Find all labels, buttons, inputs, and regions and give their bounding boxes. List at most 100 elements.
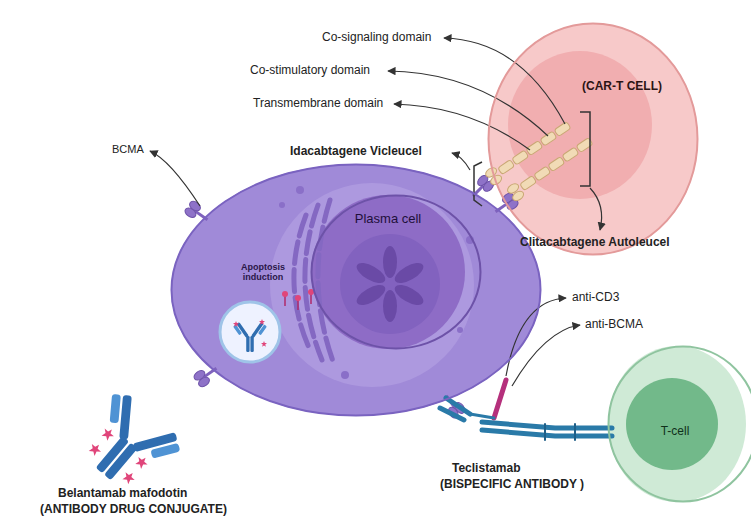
car-construct xyxy=(562,147,579,162)
label-holder: Clitacabtagene Autoleucel xyxy=(520,236,670,250)
car-construct xyxy=(498,160,515,175)
car-construct xyxy=(554,122,571,137)
label-holder: Co-stimulatory domain xyxy=(250,64,370,78)
cell-outline xyxy=(607,345,751,503)
chromatin xyxy=(383,246,397,278)
bispecific-antibody xyxy=(494,380,506,418)
vesicles xyxy=(279,186,474,379)
drug-name: (BISPECIFIC ANTIBODY ) xyxy=(440,478,584,492)
bispecific-antibody xyxy=(482,430,612,436)
part-label: Co-signaling domain xyxy=(322,31,431,45)
text-holder: Apoptosis induction xyxy=(228,262,298,283)
antibody-drug-conjugate xyxy=(121,469,138,486)
cell-fill xyxy=(340,234,440,334)
apoptosis-pins xyxy=(282,289,314,310)
part-label: BCMA xyxy=(112,143,144,156)
cell-outline xyxy=(489,24,698,255)
apoptosis-pins xyxy=(282,291,288,297)
cell-label: Plasma cell xyxy=(310,212,466,227)
part-label: anti-CD3 xyxy=(572,291,619,305)
text-holder: (CAR-T CELL) xyxy=(582,80,682,94)
cell-outline xyxy=(172,165,541,416)
text-holder: T-cell xyxy=(607,425,743,439)
cell-fill xyxy=(626,378,718,470)
car-construct xyxy=(534,166,551,181)
cell-nucleus: Plasma cell xyxy=(310,194,482,350)
car-t-cell: (CAR-T CELL) xyxy=(487,22,699,256)
chromatin xyxy=(383,290,397,322)
bispecific-antibody xyxy=(545,424,575,440)
cell-label: T-cell xyxy=(607,425,743,439)
bispecific-antibody xyxy=(482,422,612,428)
plasma-cell: Apoptosis induction Plasma cell xyxy=(170,163,542,417)
cell-outline xyxy=(609,347,751,502)
car-construct xyxy=(526,141,543,156)
leader-arrow xyxy=(452,153,470,170)
endosome xyxy=(233,321,239,327)
leader-arrow xyxy=(150,151,200,206)
label-holder: Idacabtagene Vicleucel xyxy=(290,145,422,159)
vesicles xyxy=(296,186,304,194)
leader-arrow xyxy=(444,38,565,124)
chromatin xyxy=(392,259,427,287)
bracket xyxy=(474,112,590,206)
cell-fill xyxy=(171,23,746,502)
label-holder: Transmembrane domain xyxy=(253,97,383,111)
label-holder: anti-CD3 xyxy=(572,291,619,305)
bispecific-antibody xyxy=(440,380,612,440)
endosome xyxy=(259,319,265,325)
cell-label: (CAR-T CELL) xyxy=(582,80,682,94)
cell-fill xyxy=(171,164,541,416)
car-construct xyxy=(540,131,557,146)
drug-name: Belantamab mafodotin xyxy=(58,487,187,501)
car-construct xyxy=(548,157,565,172)
cell-outline xyxy=(170,163,542,417)
cell-fill xyxy=(311,195,465,349)
cell-fill xyxy=(270,183,474,387)
endoplasmic-reticulum xyxy=(318,200,334,364)
part-label: Co-stimulatory domain xyxy=(250,64,370,78)
antibody-drug-conjugate xyxy=(87,441,104,458)
label-holder: (ANTIBODY DRUG CONJUGATE) xyxy=(40,503,227,517)
leader-arrow xyxy=(506,298,566,376)
vesicles xyxy=(341,371,349,379)
endoplasmic-reticulum xyxy=(294,215,310,350)
antibody-drug-conjugate xyxy=(100,426,117,443)
drug-name: Teclistamab xyxy=(452,462,520,476)
vesicles xyxy=(457,327,463,333)
cell-fill xyxy=(488,23,698,255)
apoptosis-pins xyxy=(295,295,301,301)
bispecific-antibody xyxy=(470,414,494,418)
car-construct xyxy=(484,118,574,186)
part-label: anti-BCMA xyxy=(585,318,643,332)
label-holder: (BISPECIFIC ANTIBODY ) xyxy=(440,478,584,492)
endoplasmic-reticulum xyxy=(294,200,334,364)
drug-name: (ANTIBODY DRUG CONJUGATE) xyxy=(40,503,227,517)
leader-arrow xyxy=(394,104,530,150)
chromatin xyxy=(354,246,427,322)
leader-arrow xyxy=(388,71,548,136)
bracket xyxy=(580,112,590,186)
vesicles xyxy=(279,202,285,208)
leader-arrow xyxy=(512,325,580,386)
part-label: Transmembrane domain xyxy=(253,97,383,111)
label-holder: anti-BCMA xyxy=(585,318,643,332)
label-holder: Belantamab mafodotin xyxy=(58,487,187,501)
car-construct xyxy=(520,176,537,191)
antibody-drug-conjugate xyxy=(134,454,151,471)
cell-outline xyxy=(487,22,699,256)
label-holder: Co-signaling domain xyxy=(322,31,431,45)
cell-fill xyxy=(608,346,746,502)
text-holder: Plasma cell xyxy=(310,212,466,227)
car-construct xyxy=(506,134,596,202)
endosome xyxy=(220,302,280,362)
antibody-drug-conjugate xyxy=(69,385,188,502)
drug-name: Clitacabtagene Autoleucel xyxy=(520,236,670,250)
label-holder: Teclistamab xyxy=(452,462,520,476)
endosome xyxy=(233,322,267,352)
bispecific-antibody xyxy=(440,408,464,420)
cell-label: Apoptosis induction xyxy=(228,262,298,283)
cell-fill xyxy=(508,51,652,199)
